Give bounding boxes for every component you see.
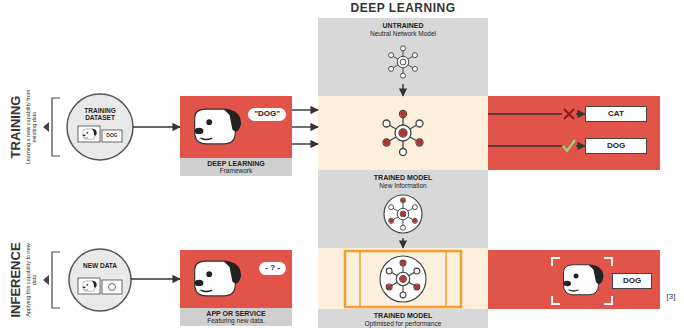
node-text: Neutral Network Model <box>370 30 436 37</box>
optimised-model: TRAINED MODELOptimised for performance <box>318 248 488 328</box>
dataset-circle: TRAINING DATASET <box>67 94 133 160</box>
row-label: TRAINING <box>9 96 23 159</box>
text-label: [3] <box>667 293 676 302</box>
new-data-circle: NEW DATA <box>69 249 131 311</box>
model-label: UNTRAINEDNeutral Network Model <box>318 20 488 84</box>
node-heading: UNTRAINED <box>382 22 423 30</box>
class-box: CAT <box>585 106 647 122</box>
caption-bar: APP OR SERVICEFeaturing new data. <box>180 308 292 326</box>
node-heading: NEW DATA <box>83 262 117 269</box>
node-heading: APP OR SERVICE <box>206 310 265 318</box>
result-box: DOG <box>612 273 652 289</box>
node-text: New Information <box>379 182 426 189</box>
node-heading: "DOG" <box>248 108 286 121</box>
flow-arrow <box>292 109 318 110</box>
class-box: DOG <box>585 138 647 154</box>
text-label: DOG <box>106 133 117 139</box>
flow-arrow <box>402 84 403 96</box>
flow-arrow <box>402 238 403 248</box>
flow-arrow <box>292 143 318 144</box>
flow-arrow <box>131 278 180 279</box>
node-text: Framework <box>220 167 253 174</box>
node-text: Optimised for performance <box>365 320 442 327</box>
row-label: INFERENCE <box>9 242 23 317</box>
flow-arrow <box>133 126 180 127</box>
node-heading: DEEP LEARNING <box>207 160 264 168</box>
flow-arrow <box>292 126 318 127</box>
input-box: "DOG" <box>180 96 292 158</box>
trained-model: TRAINED MODELNew Information <box>318 96 488 238</box>
app-box: - ? - <box>180 250 292 308</box>
caption-bar: DEEP LEARNINGFramework <box>180 158 292 176</box>
row-label: Applying this capability to new data <box>25 240 37 320</box>
node-heading: - ? - <box>259 262 286 275</box>
row-label: Learning a new capability from existing … <box>25 87 37 167</box>
node-text: Featuring new data. <box>207 317 264 324</box>
node-heading: DOG <box>623 277 641 286</box>
node-heading: TRAINED MODEL <box>374 174 432 182</box>
node-heading: TRAINING DATASET <box>76 107 124 121</box>
node-heading: CAT <box>608 110 624 119</box>
diagram-title: DEEP LEARNING <box>351 2 456 15</box>
node-heading: DOG <box>607 142 625 151</box>
node-heading: TRAINED MODEL <box>374 312 432 320</box>
